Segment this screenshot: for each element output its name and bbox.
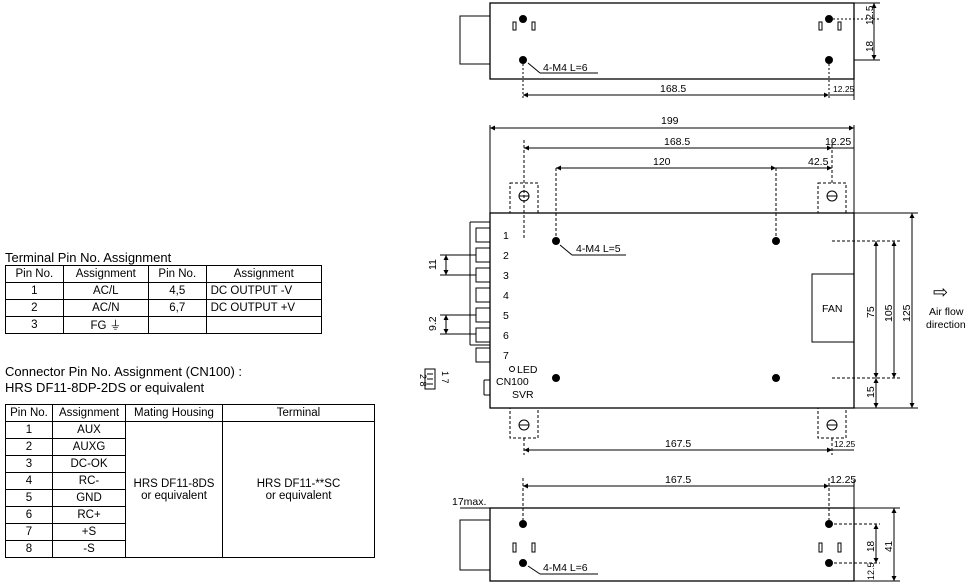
svr-label: SVR <box>512 389 534 401</box>
led-label: LED <box>517 364 538 376</box>
dimension-label: 120 <box>653 156 671 168</box>
dimension-label: 18 <box>866 540 877 552</box>
screw-label: 4-M4 L=6 <box>543 62 588 74</box>
led-icon <box>509 366 515 372</box>
table-row: 1 AUX HRS DF11-8DS or equivalent HRS DF1… <box>5 421 375 558</box>
pin-number-label: 7 <box>503 350 509 362</box>
table-header-row: Pin No. Assignment Mating Housing Termin… <box>5 404 375 422</box>
connector-table-title: Connector Pin No. Assignment (CN100) : <box>5 364 242 379</box>
dimension-label: 168.5 <box>664 136 690 148</box>
dimension-label: 12.5 <box>865 5 876 25</box>
connector-pin-table: Pin No. Assignment Mating Housing Termin… <box>5 404 375 558</box>
table-cell: -S <box>52 540 126 558</box>
table-cell: DC OUTPUT +V <box>205 299 323 317</box>
screw-icon <box>552 237 780 382</box>
pin-number-label: 5 <box>503 310 509 322</box>
terminal-table-title: Terminal Pin No. Assignment <box>5 250 172 265</box>
dimension-label: 105 <box>883 304 895 322</box>
airflow-arrow-icon: ⇨ <box>933 282 948 302</box>
table-cell <box>205 316 323 334</box>
mounting-hole-icon <box>519 15 527 23</box>
slot-icon <box>837 21 842 31</box>
dimension-label: 11 <box>427 259 439 270</box>
airflow-label: direction <box>926 319 966 331</box>
table-row: 7+S <box>5 523 375 541</box>
front-view-outline <box>489 212 855 409</box>
side-view <box>459 478 900 582</box>
terminal-pin-table: Pin No. Assignment Pin No. Assignment 1 … <box>5 265 323 334</box>
pin-number-label: 1 <box>503 230 509 242</box>
screw-label: 4-M4 L=6 <box>543 562 588 574</box>
mating-housing-cell: HRS DF11-8DS or equivalent <box>125 421 223 558</box>
dimension-label: 167.5 <box>665 474 691 486</box>
pin-number-label: 3 <box>503 270 509 282</box>
connector-table-subtitle: HRS DF11-8DP-2DS or equivalent <box>5 380 205 395</box>
mounting-tab <box>817 182 847 214</box>
dimension-label: 12.25 <box>834 439 856 449</box>
table-cell: DC-OK <box>52 455 126 473</box>
dimension-label: 12.5 <box>866 562 876 580</box>
side-view-terminal-block <box>459 519 491 571</box>
table-header-row: Pin No. Assignment Pin No. Assignment <box>5 265 323 283</box>
terminal-block <box>469 221 491 363</box>
terminal-cell: HRS DF11-**SC or equivalent <box>222 421 375 558</box>
fan-label: FAN <box>822 303 842 315</box>
dimension-label: 17max. <box>452 496 486 508</box>
pin-number-label: 4 <box>503 290 509 302</box>
cn100-label: CN100 <box>496 376 529 388</box>
table-cell: DC OUTPUT -V <box>205 282 323 300</box>
table-row: 2 AC/N 6,7 DC OUTPUT +V <box>5 299 323 317</box>
airflow-label: Air flow <box>929 306 964 318</box>
column-header: Assignment <box>62 265 149 283</box>
mounting-hole-icon <box>519 559 527 567</box>
dimension-label: 41 <box>884 540 895 552</box>
dimension-label: 75 <box>865 306 877 318</box>
dimension-label: 9.2 <box>427 316 439 331</box>
connector-pins-label: 1 7 <box>440 371 450 384</box>
dimension-label: 12.25 <box>833 84 855 94</box>
slot-icon <box>818 21 823 31</box>
dimension-label: 42.5 <box>808 156 829 168</box>
dimension-label: 18 <box>865 40 876 52</box>
screw-label: 4-M4 L=5 <box>576 243 621 255</box>
connector-pins-label: 2 8 <box>418 374 428 387</box>
dimension-label: 125 <box>901 304 913 322</box>
dimension-label: 12.25 <box>830 474 856 486</box>
dimension-label: 168.5 <box>660 83 686 95</box>
dimension-label: 12.25 <box>825 136 851 148</box>
dimension-label: 199 <box>661 115 679 127</box>
dimension-label: 167.5 <box>665 438 691 450</box>
table-cell: AC/N <box>62 299 149 317</box>
top-view-terminal-block <box>459 15 491 65</box>
table-row: 8-S <box>5 540 375 558</box>
front-view <box>424 125 918 455</box>
dimension-label: 15 <box>865 386 877 398</box>
column-header: Terminal <box>222 404 375 422</box>
table-cell: FG ⏚ <box>62 316 149 334</box>
slot-icon <box>512 21 517 31</box>
table-row: 3 FG ⏚ <box>5 316 323 334</box>
pin-number-label: 2 <box>503 250 509 262</box>
top-view <box>459 2 880 100</box>
mounting-tab <box>509 407 539 439</box>
slot-icon <box>531 21 536 31</box>
mounting-tab <box>817 407 847 439</box>
connector-icon <box>424 368 436 390</box>
fan-box <box>811 273 855 343</box>
table-cell: GND <box>52 489 126 507</box>
pin-number-label: 6 <box>503 330 509 342</box>
